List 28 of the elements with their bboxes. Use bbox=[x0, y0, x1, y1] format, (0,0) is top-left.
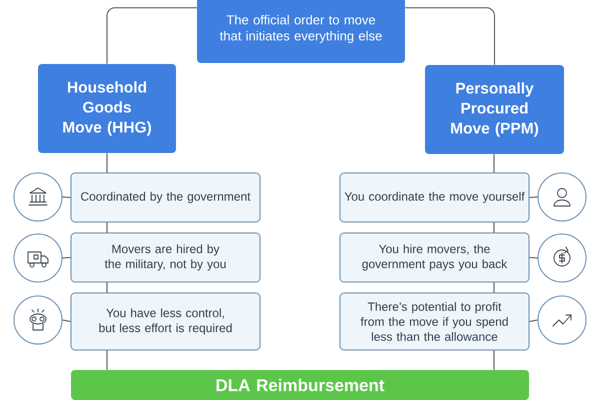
point-box: There’s potential to profit from the move if you spend less than the allowance bbox=[340, 292, 530, 350]
connector-line bbox=[62, 320, 71, 322]
connector-line bbox=[404, 7, 495, 66]
connector-line bbox=[106, 222, 108, 233]
icon-circle bbox=[538, 172, 586, 222]
connector-line bbox=[106, 282, 108, 293]
point-box: You hire movers, the government pays you back bbox=[340, 232, 530, 282]
connector-line bbox=[529, 257, 538, 258]
icon-circle bbox=[14, 296, 62, 344]
connector-line bbox=[62, 196, 71, 198]
reimbursement-bar: DLA Reimbursement bbox=[71, 370, 529, 400]
connector-line bbox=[106, 7, 198, 64]
order-box: The official order to move that initiates everything else bbox=[197, 0, 405, 63]
icon-circle bbox=[14, 172, 62, 222]
connector-line bbox=[529, 196, 538, 198]
connector-line bbox=[529, 320, 538, 322]
connector-line bbox=[62, 257, 71, 258]
connector-line bbox=[106, 152, 108, 173]
connector-line bbox=[106, 350, 108, 370]
icon-circle bbox=[14, 234, 62, 282]
point-box: Movers are hired by the military, not by you bbox=[70, 232, 260, 282]
move-type-box: Household Goods Move (HHG) bbox=[38, 64, 176, 153]
point-box: You have less control, but less effort is required bbox=[70, 292, 260, 350]
icon-circle bbox=[538, 234, 586, 282]
point-box: Coordinated by the government bbox=[70, 172, 260, 222]
icon-circle bbox=[538, 296, 586, 344]
move-type-box: Personally Procured Move (PPM) bbox=[425, 65, 564, 154]
point-box: You coordinate the move yourself bbox=[340, 172, 530, 222]
